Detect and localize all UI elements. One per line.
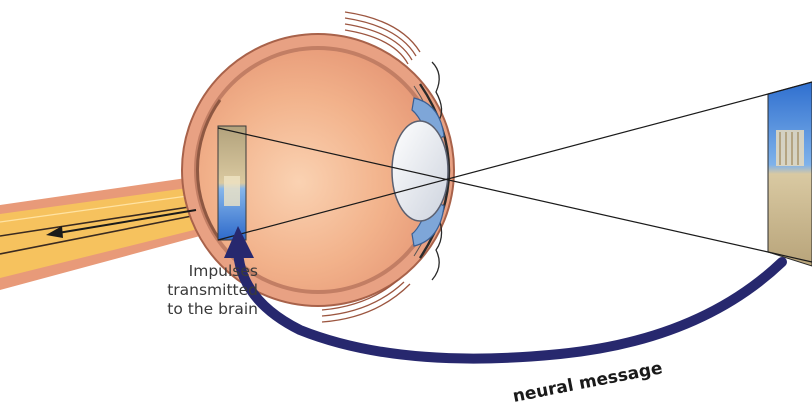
neural-message-label: neural message xyxy=(511,358,664,407)
caption-line-2: transmitted xyxy=(118,281,258,300)
caption-line-1: Impulses xyxy=(118,262,258,281)
retinal-image xyxy=(218,126,246,240)
caption-line-3: to the brain xyxy=(118,300,258,319)
object-image xyxy=(768,82,812,266)
impulses-caption: Impulses transmitted to the brain xyxy=(118,262,258,319)
lens xyxy=(392,121,448,221)
